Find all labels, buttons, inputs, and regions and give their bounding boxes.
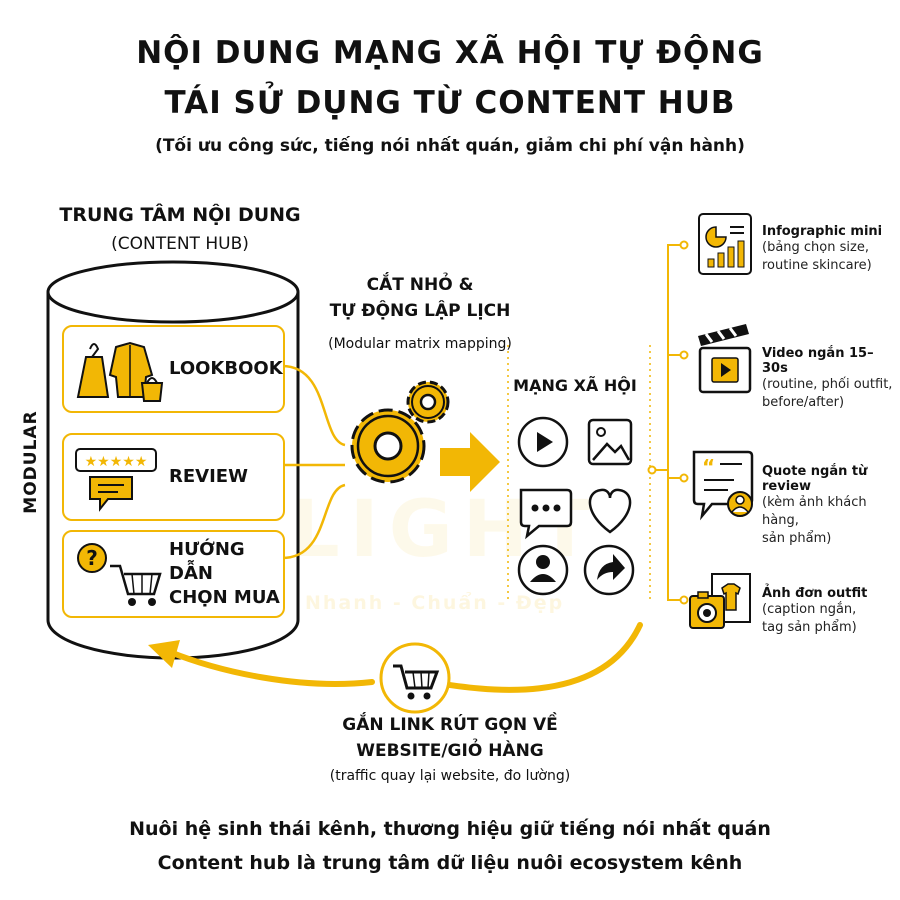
svg-text:“: “ bbox=[702, 455, 715, 479]
footer-line1: Nuôi hệ sinh thái kênh, thương hiệu giữ … bbox=[129, 818, 771, 840]
chart-document-icon bbox=[698, 213, 752, 275]
output-infographic: Infographic mini (bảng chọn size, routin… bbox=[762, 224, 897, 275]
process-title: CẮT NHỎ & TỰ ĐỘNG LẬP LỊCH bbox=[320, 272, 520, 324]
output-desc-outfit-1: (caption ngắn, bbox=[762, 602, 857, 617]
output-title-infographic: Infographic mini bbox=[762, 224, 883, 239]
module-label-buying-guide: HƯỚNG DẪN CHỌN MUA bbox=[169, 532, 283, 616]
output-desc-video-1: (routine, phối outfit, bbox=[762, 377, 893, 392]
buying-guide-line2: CHỌN MUA bbox=[169, 587, 280, 608]
feedback-title: GẮN LINK RÚT GỌN VỀ WEBSITE/GIỎ HÀNG bbox=[250, 712, 650, 764]
chat-icon bbox=[519, 488, 573, 540]
output-short-video: Video ngắn 15–30s (routine, phối outfit,… bbox=[762, 346, 897, 412]
cart-icon bbox=[379, 642, 451, 714]
quote-bubble-icon: “ bbox=[692, 450, 754, 521]
output-desc-quote-2: sản phẩm) bbox=[762, 531, 832, 546]
star-review-icon: ★★★★★ bbox=[75, 448, 157, 512]
output-review-quote: Quote ngắn từ review (kèm ảnh khách hàng… bbox=[762, 464, 897, 548]
camera-shirt-icon bbox=[689, 573, 751, 629]
feedback-title-line2: WEBSITE/GIỎ HÀNG bbox=[356, 741, 544, 761]
output-desc-quote-1: (kèm ảnh khách hàng, bbox=[762, 495, 867, 528]
page-title-line2: TÁI SỬ DỤNG TỪ CONTENT HUB bbox=[164, 85, 736, 121]
output-outfit-photo: Ảnh đơn outfit (caption ngắn, tag sản ph… bbox=[762, 586, 897, 637]
output-desc-video-2: before/after) bbox=[762, 395, 845, 410]
footer-line2: Content hub là trung tâm dữ liệu nuôi ec… bbox=[157, 852, 743, 874]
output-desc-infographic-2: routine skincare) bbox=[762, 258, 872, 273]
svg-text:★★★★★: ★★★★★ bbox=[85, 454, 148, 470]
output-title-quote: Quote ngắn từ review bbox=[762, 464, 868, 494]
output-title-outfit: Ảnh đơn outfit bbox=[762, 586, 868, 601]
user-icon bbox=[517, 544, 569, 596]
social-title: MẠNG XÃ HỘI bbox=[513, 376, 637, 395]
feedback-subtitle: (traffic quay lại website, đo lường) bbox=[329, 768, 571, 784]
clothing-icon bbox=[76, 341, 164, 402]
clapperboard-icon bbox=[698, 324, 752, 394]
question-cart-icon: ? bbox=[77, 543, 162, 606]
page-title-line1: NỘI DUNG MẠNG XÃ HỘI TỰ ĐỘNG bbox=[136, 35, 764, 71]
module-lookbook: LOOKBOOK bbox=[62, 325, 285, 413]
hub-subtitle: (CONTENT HUB) bbox=[111, 234, 249, 254]
share-icon bbox=[583, 544, 635, 596]
module-label-lookbook: LOOKBOOK bbox=[169, 358, 283, 379]
svg-text:?: ? bbox=[86, 546, 98, 570]
output-desc-infographic-1: (bảng chọn size, bbox=[762, 240, 869, 255]
module-buying-guide: ? HƯỚNG DẪN CHỌN MUA bbox=[62, 530, 285, 618]
buying-guide-line1: HƯỚNG DẪN bbox=[169, 539, 245, 584]
hub-title: TRUNG TÂM NỘI DUNG bbox=[59, 204, 301, 226]
page-subtitle: (Tối ưu công sức, tiếng nói nhất quán, g… bbox=[155, 136, 745, 156]
module-review: ★★★★★ REVIEW bbox=[62, 433, 285, 521]
image-icon bbox=[587, 418, 633, 466]
modular-side-label: MODULAR bbox=[21, 410, 41, 514]
social-icons-grid bbox=[517, 416, 635, 596]
watermark-tagline: Nhanh - Chuẩn - Đẹp bbox=[305, 592, 565, 614]
module-label-review: REVIEW bbox=[169, 466, 248, 487]
process-title-line1: CẮT NHỎ & bbox=[366, 275, 474, 295]
feedback-title-line1: GẮN LINK RÚT GỌN VỀ bbox=[342, 715, 558, 735]
output-desc-outfit-2: tag sản phẩm) bbox=[762, 620, 857, 635]
heart-icon bbox=[588, 488, 632, 534]
process-title-line2: TỰ ĐỘNG LẬP LỊCH bbox=[329, 301, 511, 321]
process-subtitle: (Modular matrix mapping) bbox=[328, 336, 512, 352]
play-icon bbox=[517, 416, 569, 468]
gears-icon bbox=[350, 380, 450, 484]
output-title-video: Video ngắn 15–30s bbox=[762, 346, 874, 376]
